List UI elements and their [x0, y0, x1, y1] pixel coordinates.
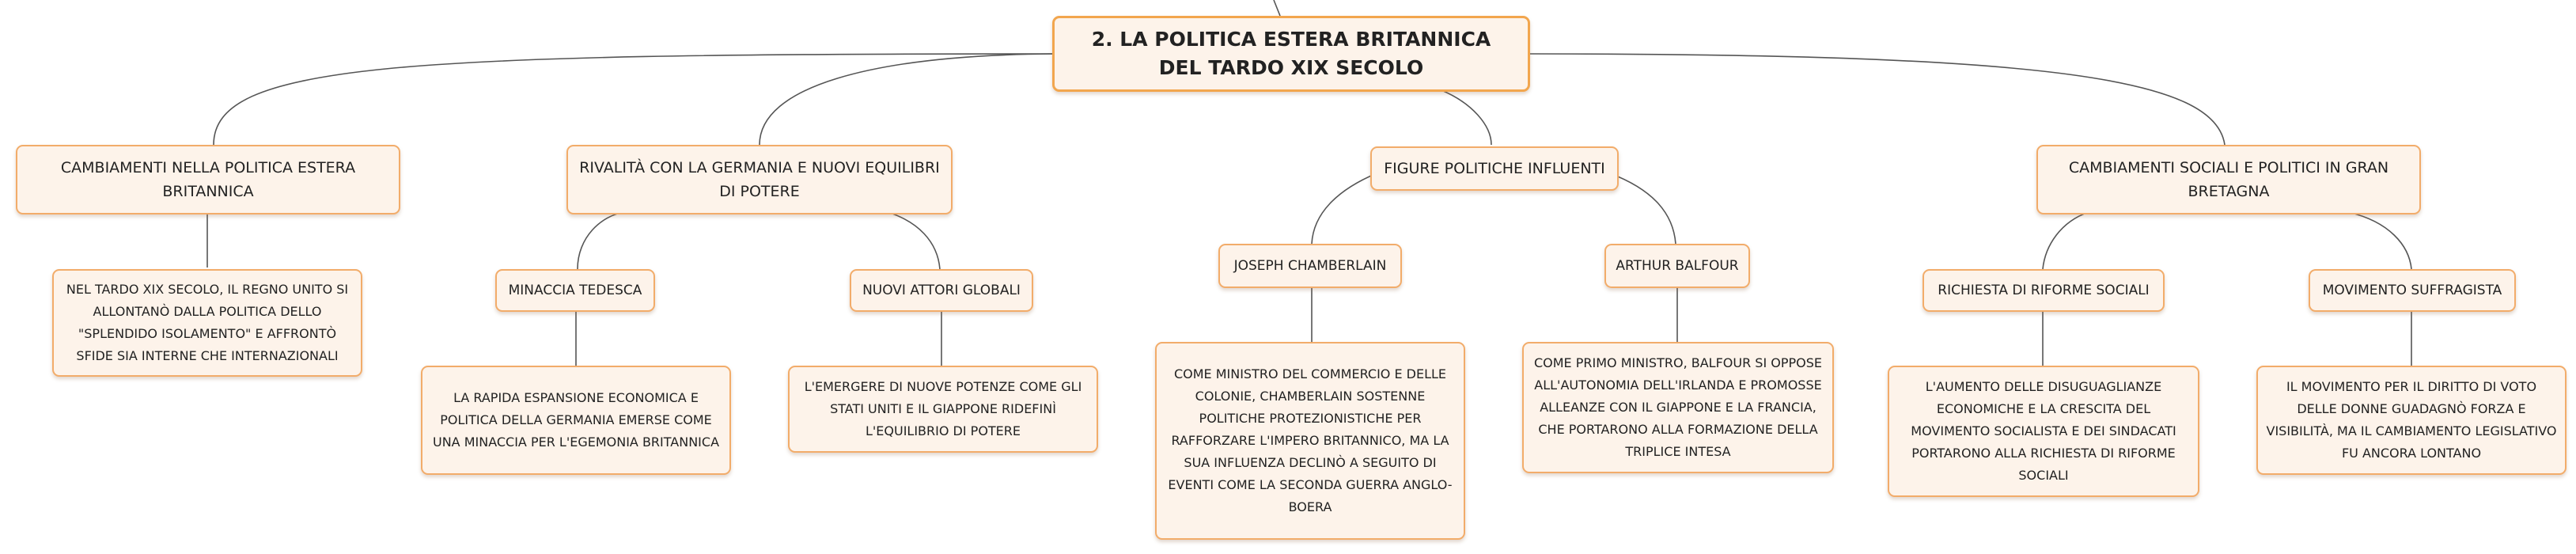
- topic-arthur-balfour-text: ARTHUR BALFOUR: [1616, 258, 1739, 274]
- branch-political-changes-text: CAMBIAMENTI NELLA POLITICA ESTERA BRITAN…: [60, 159, 356, 200]
- connector-b3-c2: [1609, 173, 1676, 245]
- topic-new-global-actors[interactable]: NUOVI ATTORI GLOBALI: [850, 269, 1033, 312]
- topic-arthur-balfour[interactable]: ARTHUR BALFOUR: [1604, 244, 1750, 288]
- connector-b2-c2: [887, 211, 941, 270]
- branch-political-changes[interactable]: CAMBIAMENTI NELLA POLITICA ESTERA BRITAN…: [16, 145, 400, 214]
- branch-influential-figures-text: FIGURE POLITICHE INFLUENTI: [1384, 160, 1605, 177]
- branch-social-changes[interactable]: CAMBIAMENTI SOCIALI E POLITICI IN GRAN B…: [2036, 145, 2421, 214]
- branch-influential-figures[interactable]: FIGURE POLITICHE INFLUENTI: [1370, 146, 1619, 191]
- topic-joseph-chamberlain-text: JOSEPH CHAMBERLAIN: [1233, 258, 1387, 274]
- root-topic-text: 2. LA POLITICA ESTERA BRITANNICA DEL TAR…: [1091, 28, 1491, 79]
- topic-german-threat[interactable]: MINACCIA TEDESCA: [495, 269, 655, 312]
- topic-german-threat-text: MINACCIA TEDESCA: [508, 283, 642, 298]
- note-social-reforms-text: L'AUMENTO DELLE DISUGUAGLIANZE ECONOMICH…: [1911, 379, 2176, 483]
- connector-b3-c1: [1311, 173, 1377, 245]
- note-arthur-balfour[interactable]: COME PRIMO MINISTRO, BALFOUR SI OPPOSE A…: [1522, 342, 1834, 473]
- connector-b4-c1: [2042, 211, 2089, 270]
- note-joseph-chamberlain-text: COME MINISTRO DEL COMMERCIO E DELLE COLO…: [1168, 366, 1453, 514]
- note-suffragist-movement-text: IL MOVIMENTO PER IL DIRITTO DI VOTO DELL…: [2266, 379, 2557, 461]
- root-topic[interactable]: 2. LA POLITICA ESTERA BRITANNICA DEL TAR…: [1052, 16, 1530, 92]
- note-german-threat-text: LA RAPIDA ESPANSIONE ECONOMICA E POLITIC…: [432, 390, 720, 450]
- connector-root-b1: [213, 53, 1053, 146]
- topic-social-reforms-text: RICHIESTA DI RIFORME SOCIALI: [1938, 283, 2150, 298]
- branch-germany-rivalry-text: RIVALITÀ CON LA GERMANIA E NUOVI EQUILIB…: [579, 159, 940, 200]
- note-new-global-actors[interactable]: L'EMERGERE DI NUOVE POTENZE COME GLI STA…: [788, 366, 1098, 453]
- connector-b2-c1: [577, 211, 626, 270]
- connector-b4-c2: [2347, 211, 2412, 270]
- note-social-reforms[interactable]: L'AUMENTO DELLE DISUGUAGLIANZE ECONOMICH…: [1888, 366, 2199, 497]
- note-arthur-balfour-text: COME PRIMO MINISTRO, BALFOUR SI OPPOSE A…: [1533, 355, 1822, 459]
- topic-new-global-actors-text: NUOVI ATTORI GLOBALI: [862, 283, 1021, 298]
- note-german-threat[interactable]: LA RAPIDA ESPANSIONE ECONOMICA E POLITIC…: [421, 366, 731, 475]
- connector-root-b4: [1528, 53, 2226, 146]
- topic-joseph-chamberlain[interactable]: JOSEPH CHAMBERLAIN: [1218, 244, 1402, 288]
- topic-social-reforms[interactable]: RICHIESTA DI RIFORME SOCIALI: [1923, 269, 2165, 312]
- connector-root-b2: [759, 53, 1053, 146]
- connector-top: [1273, 0, 1281, 17]
- connector-root-b3: [1441, 89, 1492, 146]
- branch-germany-rivalry[interactable]: RIVALITÀ CON LA GERMANIA E NUOVI EQUILIB…: [566, 145, 953, 214]
- note-new-global-actors-text: L'EMERGERE DI NUOVE POTENZE COME GLI STA…: [804, 379, 1082, 438]
- topic-suffragist-movement[interactable]: MOVIMENTO SUFFRAGISTA: [2309, 269, 2516, 312]
- note-political-changes-text: NEL TARDO XIX SECOLO, IL REGNO UNITO SI …: [66, 282, 349, 363]
- branch-social-changes-text: CAMBIAMENTI SOCIALI E POLITICI IN GRAN B…: [2068, 159, 2389, 200]
- note-joseph-chamberlain[interactable]: COME MINISTRO DEL COMMERCIO E DELLE COLO…: [1155, 342, 1465, 540]
- topic-suffragist-movement-text: MOVIMENTO SUFFRAGISTA: [2322, 283, 2502, 298]
- note-political-changes[interactable]: NEL TARDO XIX SECOLO, IL REGNO UNITO SI …: [52, 269, 362, 377]
- note-suffragist-movement[interactable]: IL MOVIMENTO PER IL DIRITTO DI VOTO DELL…: [2256, 366, 2567, 475]
